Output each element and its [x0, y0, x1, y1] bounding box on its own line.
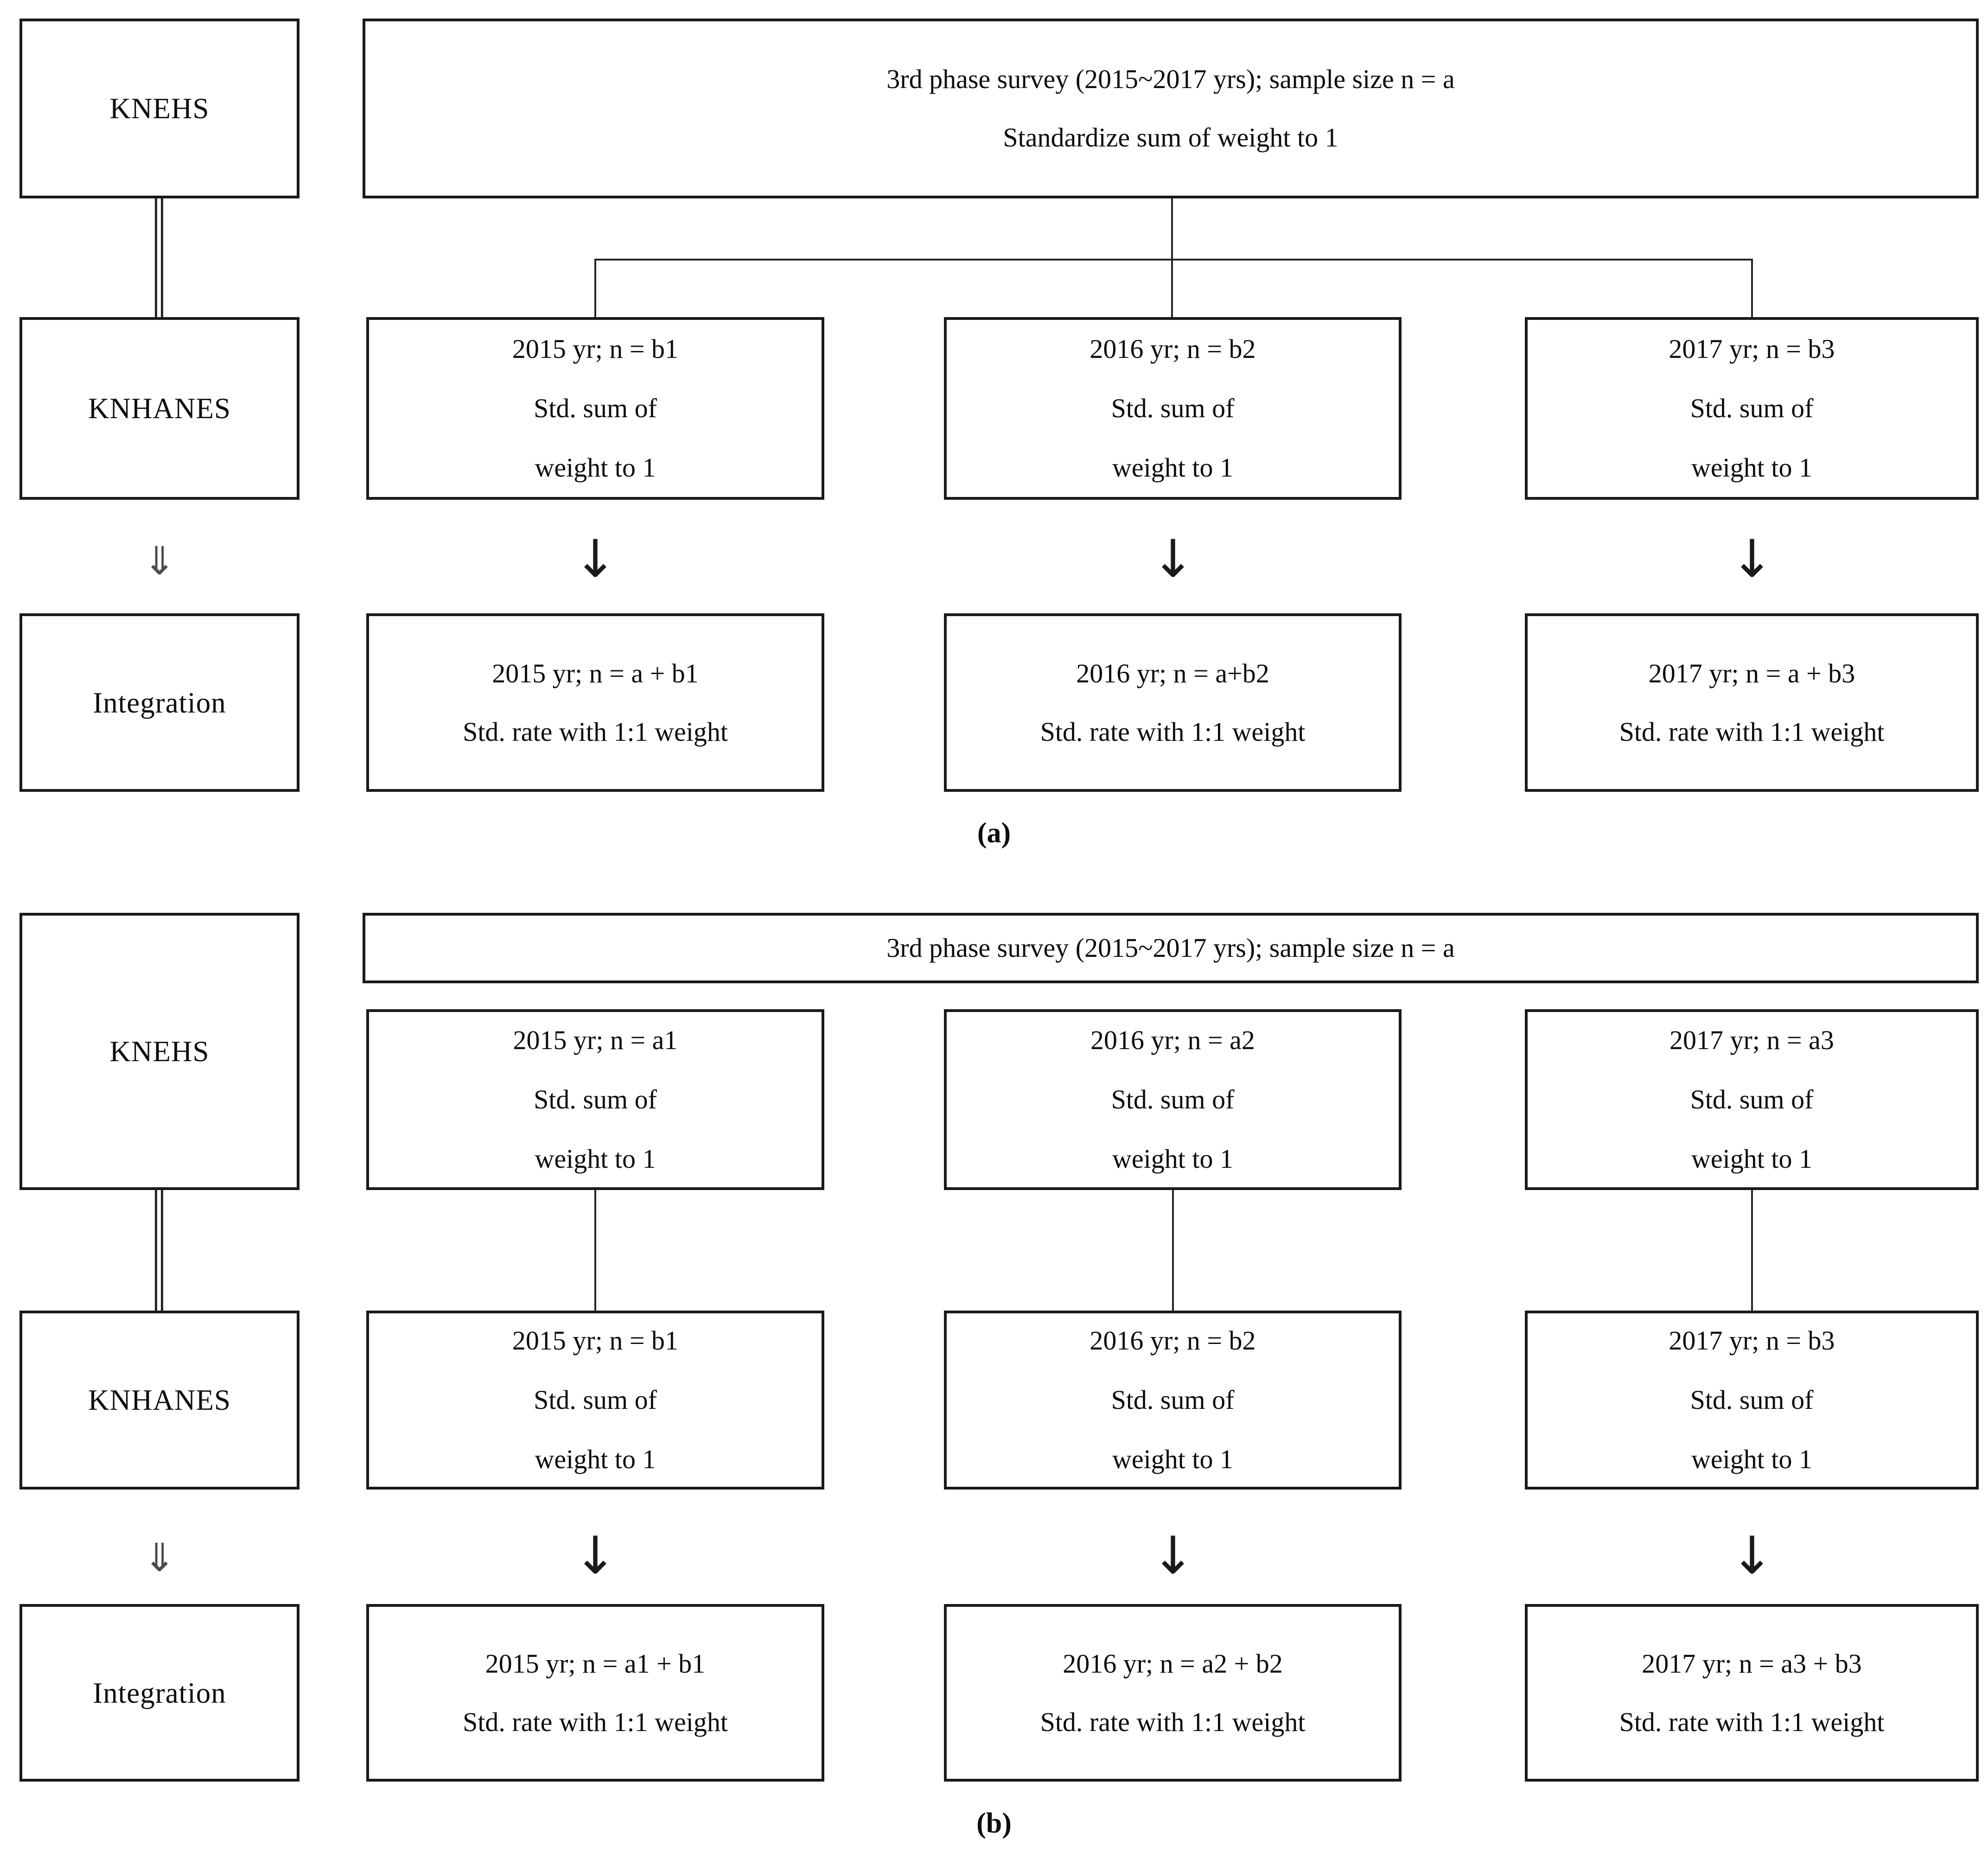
panel-a-connector-stem — [1171, 198, 1173, 317]
panel-b-a2015-box: 2015 yr; n = a1 Std. sum of weight to 1 — [366, 1009, 824, 1190]
panel-a-2015-box: 2015 yr; n = b1 Std. sum of weight to 1 — [366, 317, 824, 500]
panel-b-survey-line1: 3rd phase survey (2015~2017 yrs); sample… — [886, 933, 1455, 963]
panel-a-2017-line3: weight to 1 — [1691, 452, 1812, 483]
panel-b-b2016-line1: 2016 yr; n = b2 — [1090, 1325, 1256, 1356]
panel-a-2015-line3: weight to 1 — [535, 452, 656, 483]
panel-a-down-arrow-icon-2016: ↓ — [1151, 529, 1195, 589]
panel-a-integration-2015-box: 2015 yr; n = a + b1 Std. rate with 1:1 w… — [366, 613, 824, 792]
panel-b-a2016-box: 2016 yr; n = a2 Std. sum of weight to 1 — [944, 1009, 1402, 1190]
panel-b-integration-2016-box: 2016 yr; n = a2 + b2 Std. rate with 1:1 … — [944, 1604, 1402, 1782]
panel-a-2016-line2: Std. sum of — [1111, 393, 1235, 423]
panel-b-integration-2015-line2: Std. rate with 1:1 weight — [463, 1706, 728, 1737]
panel-a-caption: (a) — [977, 817, 1011, 849]
panel-b-connector-2016 — [1172, 1190, 1174, 1311]
panel-b-knehs-label: KNEHS — [109, 1035, 210, 1068]
panel-a-knhanes-box: KNHANES — [19, 317, 299, 500]
panel-a-integration-2016-line1: 2016 yr; n = a+b2 — [1076, 658, 1269, 688]
panel-b-integration-2016-line2: Std. rate with 1:1 weight — [1040, 1706, 1306, 1737]
panel-a-knhanes-label: KNHANES — [88, 392, 231, 425]
panel-b-b2015-box: 2015 yr; n = b1 Std. sum of weight to 1 — [366, 1311, 824, 1490]
panel-b-b2015-line2: Std. sum of — [534, 1385, 657, 1415]
panel-a-survey-line1: 3rd phase survey (2015~2017 yrs); sample… — [886, 64, 1455, 94]
panel-b-survey-box: 3rd phase survey (2015~2017 yrs); sample… — [363, 913, 1979, 983]
panel-a-2015-line2: Std. sum of — [534, 393, 657, 423]
panel-a-2016-line3: weight to 1 — [1112, 452, 1233, 483]
panel-a-integration-2016-line2: Std. rate with 1:1 weight — [1040, 716, 1306, 747]
panel-b-down-arrow-icon-2016: ↓ — [1151, 1526, 1195, 1586]
panel-b-knehs-knhanes-link — [155, 1190, 163, 1311]
panel-a-integration-2015-line1: 2015 yr; n = a + b1 — [492, 658, 699, 688]
panel-a-integration-2016-box: 2016 yr; n = a+b2 Std. rate with 1:1 wei… — [944, 613, 1402, 792]
panel-a-connector-drop-right — [1751, 259, 1753, 317]
panel-a-2017-line2: Std. sum of — [1690, 393, 1814, 423]
panel-a-2017-box: 2017 yr; n = b3 Std. sum of weight to 1 — [1525, 317, 1979, 500]
panel-a-2015-line1: 2015 yr; n = b1 — [512, 334, 679, 364]
panel-a-survey-line2: Standardize sum of weight to 1 — [1003, 122, 1338, 153]
panel-b-a2016-line1: 2016 yr; n = a2 — [1090, 1025, 1255, 1055]
panel-b-a2017-box: 2017 yr; n = a3 Std. sum of weight to 1 — [1525, 1009, 1979, 1190]
panel-b-b2017-line3: weight to 1 — [1691, 1444, 1812, 1474]
panel-a-down-arrow-icon-2015: ↓ — [573, 529, 617, 589]
panel-a-integration-2017-line1: 2017 yr; n = a + b3 — [1648, 658, 1855, 688]
panel-a-integration-2017-box: 2017 yr; n = a + b3 Std. rate with 1:1 w… — [1525, 613, 1979, 792]
panel-a-2016-line1: 2016 yr; n = b2 — [1090, 334, 1256, 364]
panel-b-integration-2015-line1: 2015 yr; n = a1 + b1 — [485, 1648, 706, 1679]
panel-b-integration-2016-line1: 2016 yr; n = a2 + b2 — [1063, 1648, 1283, 1679]
panel-b-knhanes-label: KNHANES — [88, 1384, 231, 1416]
panel-b-a2016-line2: Std. sum of — [1111, 1084, 1235, 1114]
panel-b-a2017-line3: weight to 1 — [1691, 1144, 1812, 1174]
panel-b-integration-label: Integration — [93, 1676, 226, 1709]
panel-b-double-down-arrow-icon: ⇓ — [143, 1535, 176, 1580]
panel-a-integration-box: Integration — [19, 613, 299, 792]
panel-b-b2017-box: 2017 yr; n = b3 Std. sum of weight to 1 — [1525, 1311, 1979, 1490]
panel-a-knehs-knhanes-link — [155, 198, 163, 317]
panel-a-double-down-arrow-icon: ⇓ — [143, 538, 176, 584]
panel-a-integration-2017-line2: Std. rate with 1:1 weight — [1619, 716, 1885, 747]
panel-b-integration-2015-box: 2015 yr; n = a1 + b1 Std. rate with 1:1 … — [366, 1604, 824, 1782]
panel-b-connector-2015 — [594, 1190, 596, 1311]
panel-b-a2017-line1: 2017 yr; n = a3 — [1669, 1025, 1834, 1055]
panel-a-integration-2015-line2: Std. rate with 1:1 weight — [463, 716, 728, 747]
panel-a-2016-box: 2016 yr; n = b2 Std. sum of weight to 1 — [944, 317, 1402, 500]
panel-a-integration-label: Integration — [93, 686, 226, 719]
panel-a-survey-box: 3rd phase survey (2015~2017 yrs); sample… — [363, 19, 1979, 198]
panel-b-down-arrow-icon-2015: ↓ — [573, 1526, 617, 1586]
panel-b-b2015-line3: weight to 1 — [535, 1444, 656, 1474]
panel-a-knehs-box: KNEHS — [19, 19, 299, 198]
panel-b-integration-2017-line2: Std. rate with 1:1 weight — [1619, 1706, 1885, 1737]
panel-b-caption: (b) — [976, 1808, 1012, 1839]
panel-b-b2017-line2: Std. sum of — [1690, 1385, 1814, 1415]
panel-a-down-arrow-icon-2017: ↓ — [1730, 529, 1774, 589]
panel-b-connector-2017 — [1751, 1190, 1753, 1311]
panel-b-down-arrow-icon-2017: ↓ — [1730, 1526, 1774, 1586]
panel-b-integration-box: Integration — [19, 1604, 299, 1782]
panel-b-a2017-line2: Std. sum of — [1690, 1084, 1814, 1114]
panel-b-knehs-box: KNEHS — [19, 913, 299, 1190]
panel-b-integration-2017-box: 2017 yr; n = a3 + b3 Std. rate with 1:1 … — [1525, 1604, 1979, 1782]
panel-b-b2016-box: 2016 yr; n = b2 Std. sum of weight to 1 — [944, 1311, 1402, 1490]
panel-b-b2017-line1: 2017 yr; n = b3 — [1669, 1325, 1835, 1356]
panel-b-a2015-line1: 2015 yr; n = a1 — [513, 1025, 678, 1055]
panel-a-knehs-label: KNEHS — [109, 92, 210, 125]
panel-a-connector-branch — [594, 259, 1753, 261]
panel-b-a2016-line3: weight to 1 — [1112, 1144, 1233, 1174]
panel-b-integration-2017-line1: 2017 yr; n = a3 + b3 — [1642, 1648, 1862, 1679]
panel-a-connector-drop-left — [594, 259, 596, 317]
panel-b-b2016-line2: Std. sum of — [1111, 1385, 1235, 1415]
panel-b-b2016-line3: weight to 1 — [1112, 1444, 1233, 1474]
panel-b-a2015-line3: weight to 1 — [535, 1144, 656, 1174]
panel-b-knhanes-box: KNHANES — [19, 1311, 299, 1490]
panel-b-b2015-line1: 2015 yr; n = b1 — [512, 1325, 679, 1356]
panel-b-a2015-line2: Std. sum of — [534, 1084, 657, 1114]
panel-a-2017-line1: 2017 yr; n = b3 — [1669, 334, 1835, 364]
